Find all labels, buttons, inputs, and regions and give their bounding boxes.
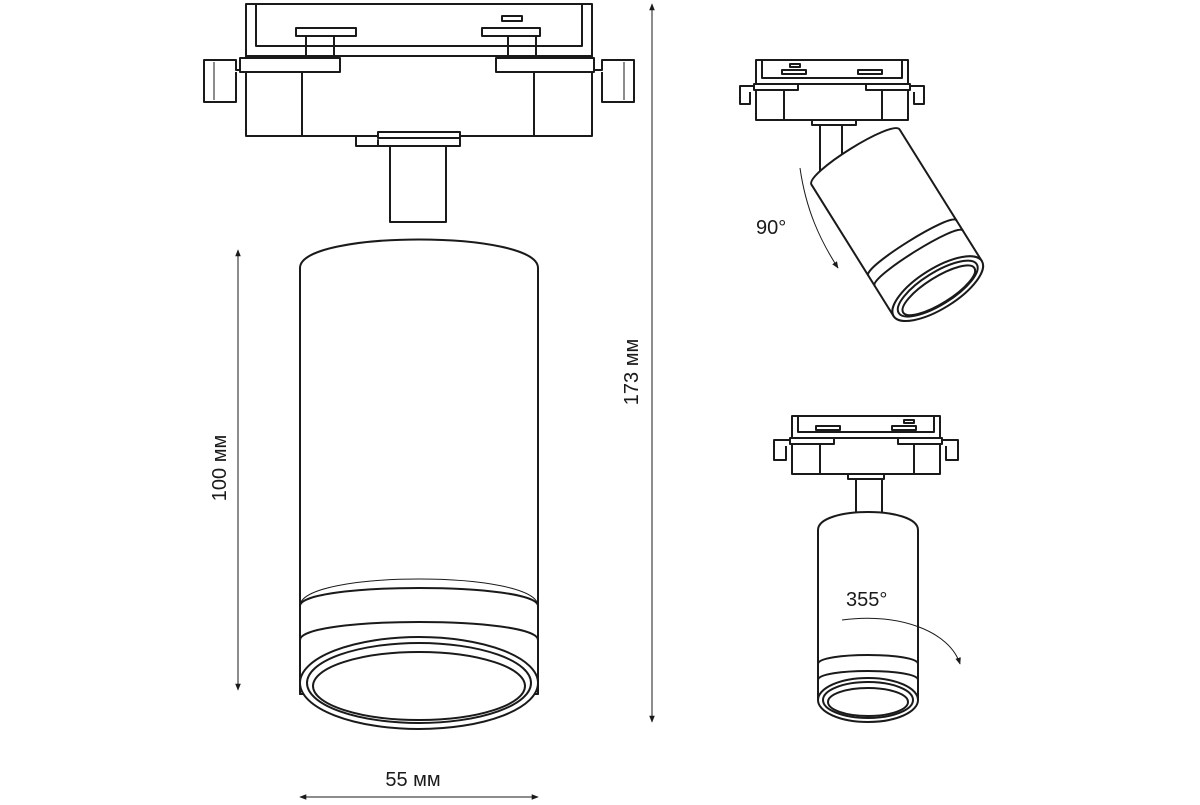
- rotation-stem: [855, 478, 883, 514]
- stem-connector: [355, 131, 461, 223]
- tilt-arrow: [799, 167, 839, 269]
- total-height-label: 173 мм: [621, 339, 643, 405]
- dimension-width: 55 мм: [299, 769, 539, 800]
- dimension-body-height: 100 мм: [209, 249, 241, 691]
- dimension-total-height: 173 мм: [621, 3, 655, 723]
- lamp-body: [299, 238, 539, 730]
- tilted-view: 90°: [739, 59, 985, 322]
- tilt-angle-label: 90°: [756, 217, 786, 239]
- track-adapter: [245, 3, 593, 57]
- main-front-view: [203, 3, 635, 730]
- rotation-adapter: [773, 415, 959, 480]
- adapter-clips: [203, 55, 635, 137]
- body-height-label: 100 мм: [209, 435, 231, 501]
- tilted-adapter: [739, 59, 925, 126]
- rotation-angle-label: 355°: [846, 589, 887, 611]
- rotation-body: [817, 511, 919, 723]
- rotation-view: 355°: [773, 415, 961, 723]
- rotation-arrow: [841, 617, 961, 665]
- width-label: 55 мм: [385, 769, 440, 791]
- tilted-body: [810, 127, 985, 322]
